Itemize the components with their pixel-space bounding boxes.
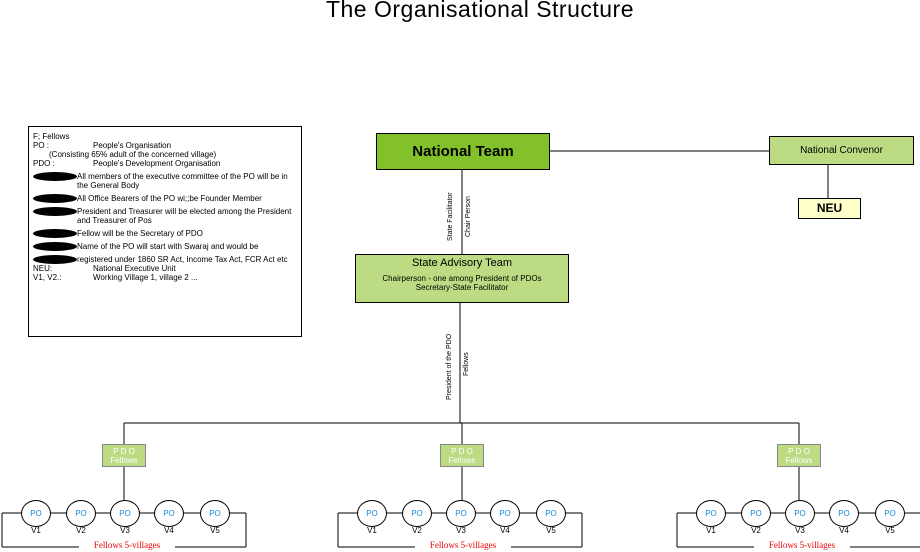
legend-bullet-text: All Office Bearers of the PO wi;;be Foun… [77, 194, 262, 203]
legend-bullet-item: President and Treasurer will be elected … [33, 207, 297, 225]
village-label: V5 [546, 526, 556, 535]
pdo-fellows-label: Fellows [785, 456, 813, 465]
legend-bullet-text: Fellow will be the Secretary of PDO [77, 229, 203, 238]
page-title: The Organisational Structure [325, 0, 635, 22]
bullet-icon [33, 194, 77, 203]
po-node: PO [402, 500, 432, 527]
po-node: PO [110, 500, 140, 527]
village-label: V1 [31, 526, 41, 535]
pdo-fellows-label: Fellows [448, 456, 476, 465]
bullet-icon [33, 172, 77, 181]
state-advisory-team-box: State Advisory Team Chairperson - one am… [355, 254, 569, 303]
po-node: PO [200, 500, 230, 527]
legend-bullet-text: President and Treasurer will be elected … [77, 207, 292, 225]
pdo-label: P D O [451, 447, 473, 456]
president-pdo-label: President of the PDO [446, 333, 453, 400]
village-label: V2 [751, 526, 761, 535]
po-node: PO [829, 500, 859, 527]
legend-bullet-text: All members of the executive committee o… [77, 172, 288, 190]
state-team-line2: Secretary-State Facilitator [415, 283, 509, 292]
legend-key: F; [33, 132, 41, 141]
fellows-villages-label: Fellows 5-villages [79, 540, 175, 550]
national-team-box: National Team [376, 133, 550, 170]
village-label: V3 [120, 526, 130, 535]
legend-key: PO : [33, 141, 50, 150]
po-node: PO [490, 500, 520, 527]
village-label: V2 [76, 526, 86, 535]
legend-bullet-item: registered under 1860 SR Act, Income Tax… [33, 255, 297, 264]
legend-key: PDO : [33, 159, 55, 168]
po-node: PO [741, 500, 771, 527]
national-convenor-box: National Convenor [769, 136, 914, 165]
legend-bullet-text: Name of the PO will start with Swaraj an… [77, 242, 259, 251]
legend-value: People's Organisation [93, 141, 172, 150]
fellows-villages-label: Fellows 5-villages [415, 540, 511, 550]
po-node: PO [696, 500, 726, 527]
pdo-label: P D O [113, 447, 135, 456]
village-label: V2 [412, 526, 422, 535]
legend-box: F; Fellows PO : People's Organisation (Co… [28, 126, 302, 337]
fellows-label: Fellows [463, 352, 470, 376]
neu-box: NEU [798, 198, 861, 219]
legend-bullet-item: All members of the executive committee o… [33, 172, 297, 190]
state-facilitator-label: State Facilitator [447, 192, 454, 241]
legend-bullet-item: All Office Bearers of the PO wi;;be Foun… [33, 194, 297, 203]
legend-value: National Executive Unit [93, 264, 176, 273]
pdo-fellows-label: Fellows [110, 456, 138, 465]
bullet-icon [33, 255, 77, 264]
state-team-line1: Chairperson - one among President of PDO… [382, 274, 542, 283]
po-node: PO [785, 500, 815, 527]
po-node: PO [875, 500, 905, 527]
chair-person-label: Chair Person [465, 196, 472, 237]
legend-bullet-item: Fellow will be the Secretary of PDO [33, 229, 297, 238]
village-label: V4 [500, 526, 510, 535]
village-label: V5 [885, 526, 895, 535]
village-label: V1 [367, 526, 377, 535]
legend-value: Working Village 1, village 2 ... [93, 273, 198, 282]
po-node: PO [536, 500, 566, 527]
state-team-title: State Advisory Team [411, 257, 513, 269]
po-node: PO [446, 500, 476, 527]
village-label: V5 [210, 526, 220, 535]
village-label: V4 [839, 526, 849, 535]
legend-key: NEU: [33, 264, 53, 273]
village-label: V3 [795, 526, 805, 535]
bullet-icon [33, 242, 77, 251]
legend-bullet-text: registered under 1860 SR Act, Income Tax… [77, 255, 288, 264]
pdo-label: P D O [788, 447, 810, 456]
po-node: PO [154, 500, 184, 527]
legend-value: Fellows [42, 132, 70, 141]
legend-bullet-item: Name of the PO will start with Swaraj an… [33, 242, 297, 251]
legend-key: V1, V2.: [33, 273, 62, 282]
po-node: PO [357, 500, 387, 527]
village-label: V3 [456, 526, 466, 535]
bullet-icon [33, 207, 77, 216]
fellows-villages-label: Fellows 5-villages [754, 540, 850, 550]
po-node: PO [66, 500, 96, 527]
po-node: PO [21, 500, 51, 527]
legend-value: People's Development Organisation [93, 159, 221, 168]
legend-note: (Consisting 65% adult of the concerned v… [49, 150, 217, 159]
village-label: V1 [706, 526, 716, 535]
village-label: V4 [164, 526, 174, 535]
bullet-icon [33, 229, 77, 238]
